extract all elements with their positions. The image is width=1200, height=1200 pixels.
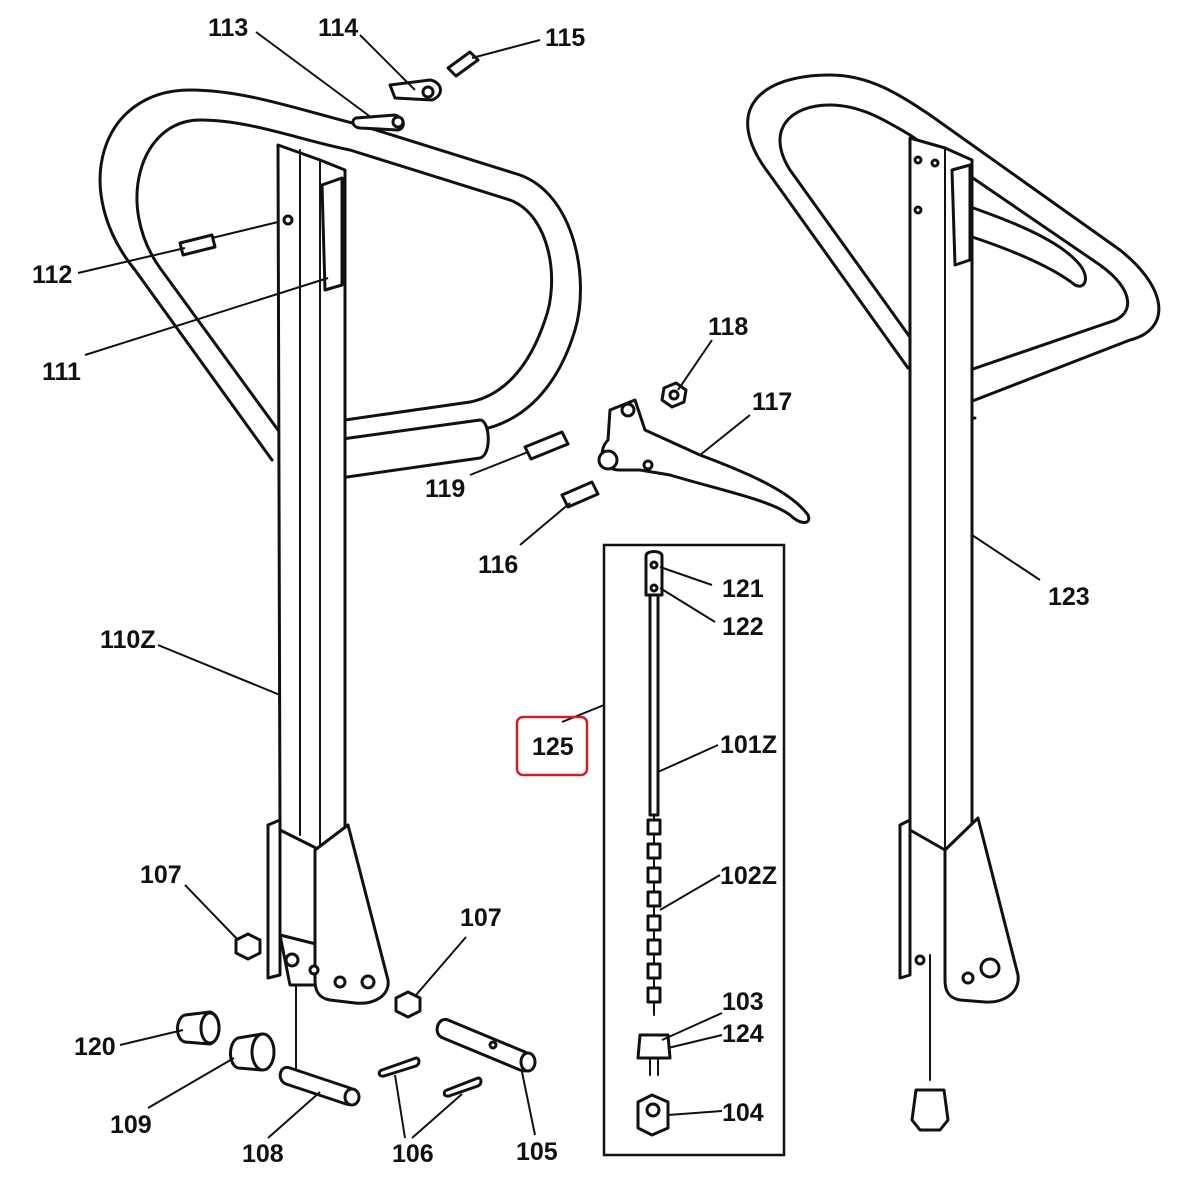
label-120: 120 [74,1033,116,1061]
label-119: 119 [425,475,465,503]
label-118: 118 [708,313,748,341]
label-105: 105 [516,1138,558,1166]
label-108: 108 [242,1140,284,1168]
label-110z: 110Z [100,626,156,654]
label-104: 104 [722,1099,764,1127]
label-109: 109 [110,1111,152,1139]
part-labels: 113 114 115 112 111 118 117 119 116 121 … [32,14,1090,1168]
left-handle-frame [98,88,582,1005]
pin-116 [560,480,600,509]
latch-114 [388,78,442,102]
label-101z: 101Z [720,731,777,759]
leader-lines [77,31,1041,1139]
axle-105 [435,1017,537,1073]
clip-106-b [442,1076,483,1098]
label-122: 122 [722,613,764,641]
label-121: 121 [722,575,764,603]
nut-118 [660,381,688,409]
label-102z: 102Z [720,862,777,890]
lever-117 [597,398,811,524]
label-107-left: 107 [140,861,182,889]
label-125: 125 [532,733,574,761]
nut-107-right [394,990,422,1019]
bushing-120 [176,1010,221,1046]
label-117: 117 [752,388,792,416]
rod-kit-box [602,543,786,1157]
label-107-right: 107 [460,904,502,932]
axle-108 [278,1065,361,1107]
label-124: 124 [722,1020,764,1048]
label-112: 112 [32,261,72,289]
chain-102z [646,814,662,1016]
pin-112 [178,233,217,257]
right-handle-frame [746,73,1161,1132]
label-106: 106 [392,1140,434,1168]
label-114: 114 [318,14,358,42]
clip-106-a [377,1056,421,1078]
label-115: 115 [545,24,585,52]
label-116: 116 [478,551,518,579]
latch-113 [351,113,405,132]
highlight-box-125 [515,715,589,777]
pin-119 [523,430,570,461]
label-123: 123 [1048,583,1090,611]
label-103: 103 [722,988,764,1016]
nut-107-left [234,932,262,961]
roller-109 [229,1032,276,1072]
label-111: 111 [42,358,81,386]
label-113: 113 [208,14,248,42]
pin-115 [446,50,480,78]
